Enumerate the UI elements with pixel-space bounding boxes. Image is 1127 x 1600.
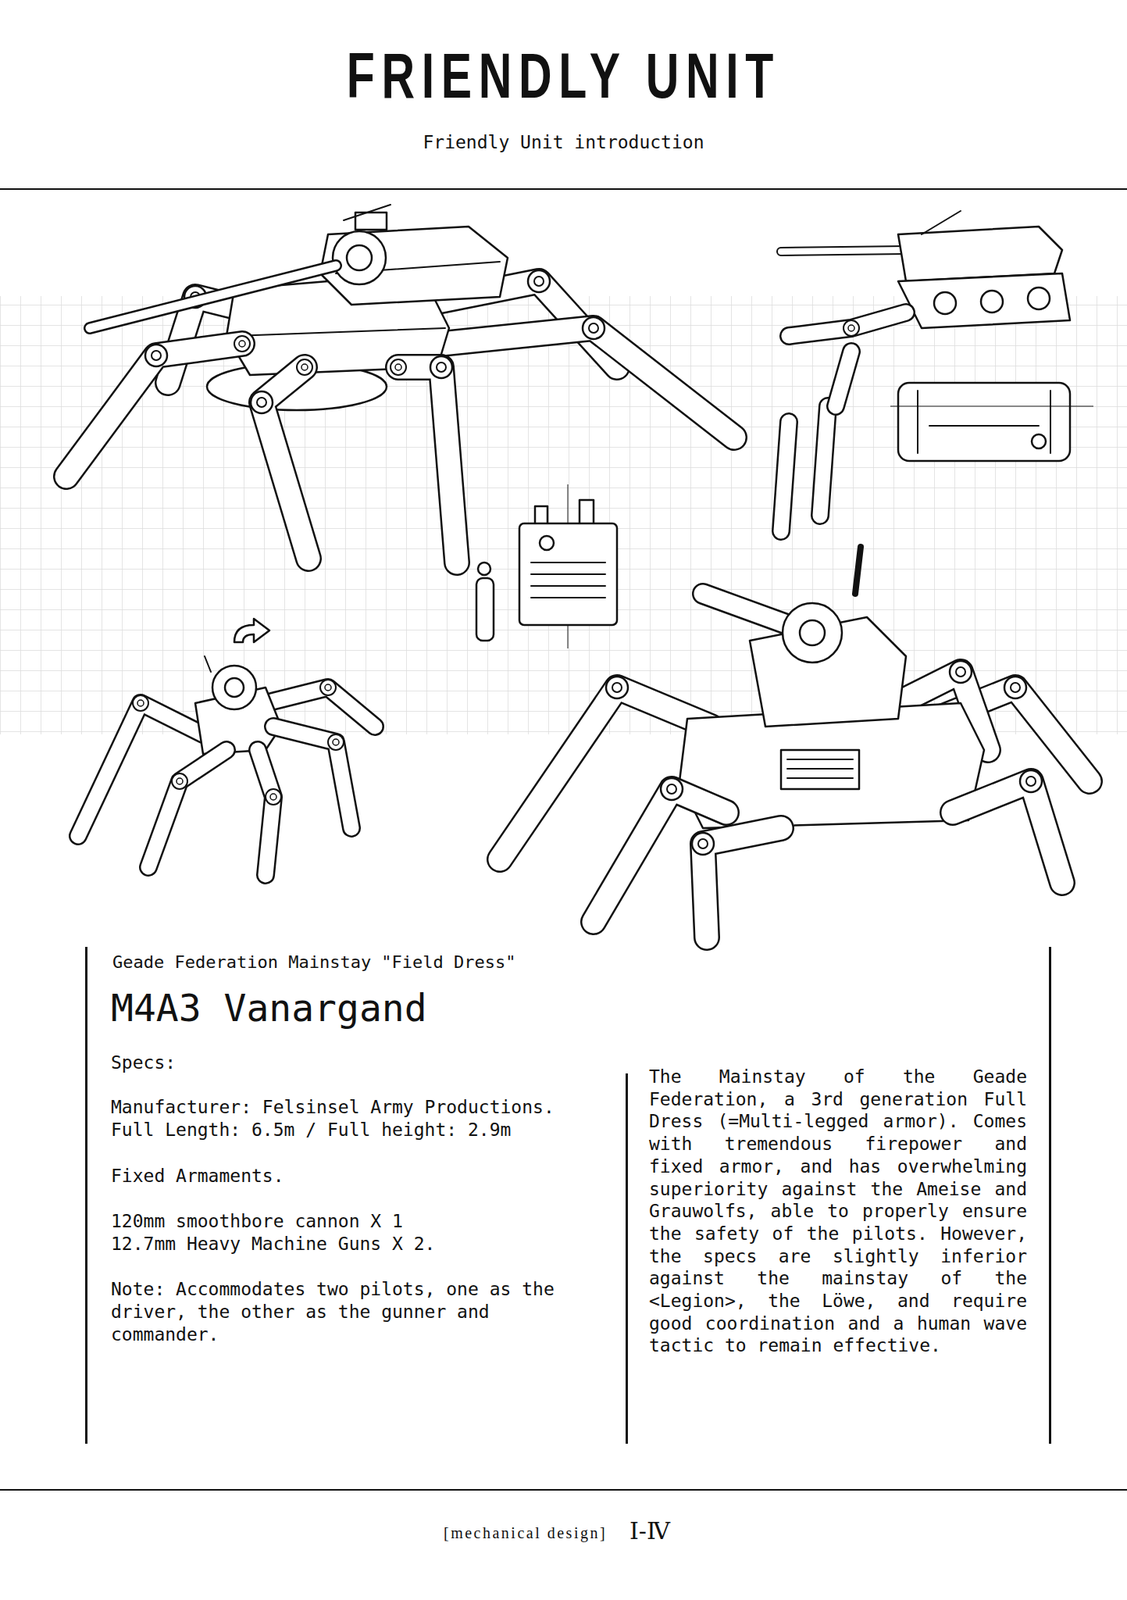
footer-section: [mechanical design] xyxy=(443,1522,607,1543)
rule xyxy=(0,188,1127,190)
unit-name: M4A3 Vanargand xyxy=(110,985,428,1030)
description: The Mainstay of the Geade Federation, a … xyxy=(649,1065,1028,1357)
grid xyxy=(0,296,1127,735)
page-title: FRIENDLY UNIT xyxy=(157,43,970,108)
unit-class: Geade Federation Mainstay "Field Dress" xyxy=(112,951,517,974)
mech-turn-sketch xyxy=(78,618,375,875)
mech-main-view xyxy=(66,204,735,563)
spec-line: 12.7mm Heavy Machine Guns X 2. xyxy=(110,1232,436,1256)
page-number: I-Ⅳ xyxy=(629,1516,671,1545)
spec-note: Note: Accommodates two pilots, one as th… xyxy=(110,1277,588,1346)
spec-heading: Specs: xyxy=(110,1051,176,1074)
column-bar xyxy=(85,946,88,1444)
column-bar xyxy=(625,1073,628,1444)
rule xyxy=(0,1488,1127,1491)
spec-heading: Fixed Armaments. xyxy=(110,1164,285,1188)
column-bar xyxy=(1048,946,1052,1444)
spec-line: 120mm smoothbore cannon X 1 xyxy=(110,1209,404,1233)
spec-line: Full Length: 6.5m / Full height: 2.9m xyxy=(110,1118,511,1142)
subtitle: Friendly Unit introduction xyxy=(0,131,1127,154)
mech-side-views xyxy=(781,210,1094,532)
spec-line: Manufacturer: Felsinsel Army Productions… xyxy=(110,1095,555,1119)
cockpit-and-pilot xyxy=(476,484,617,649)
mech-front-view xyxy=(499,546,1090,938)
